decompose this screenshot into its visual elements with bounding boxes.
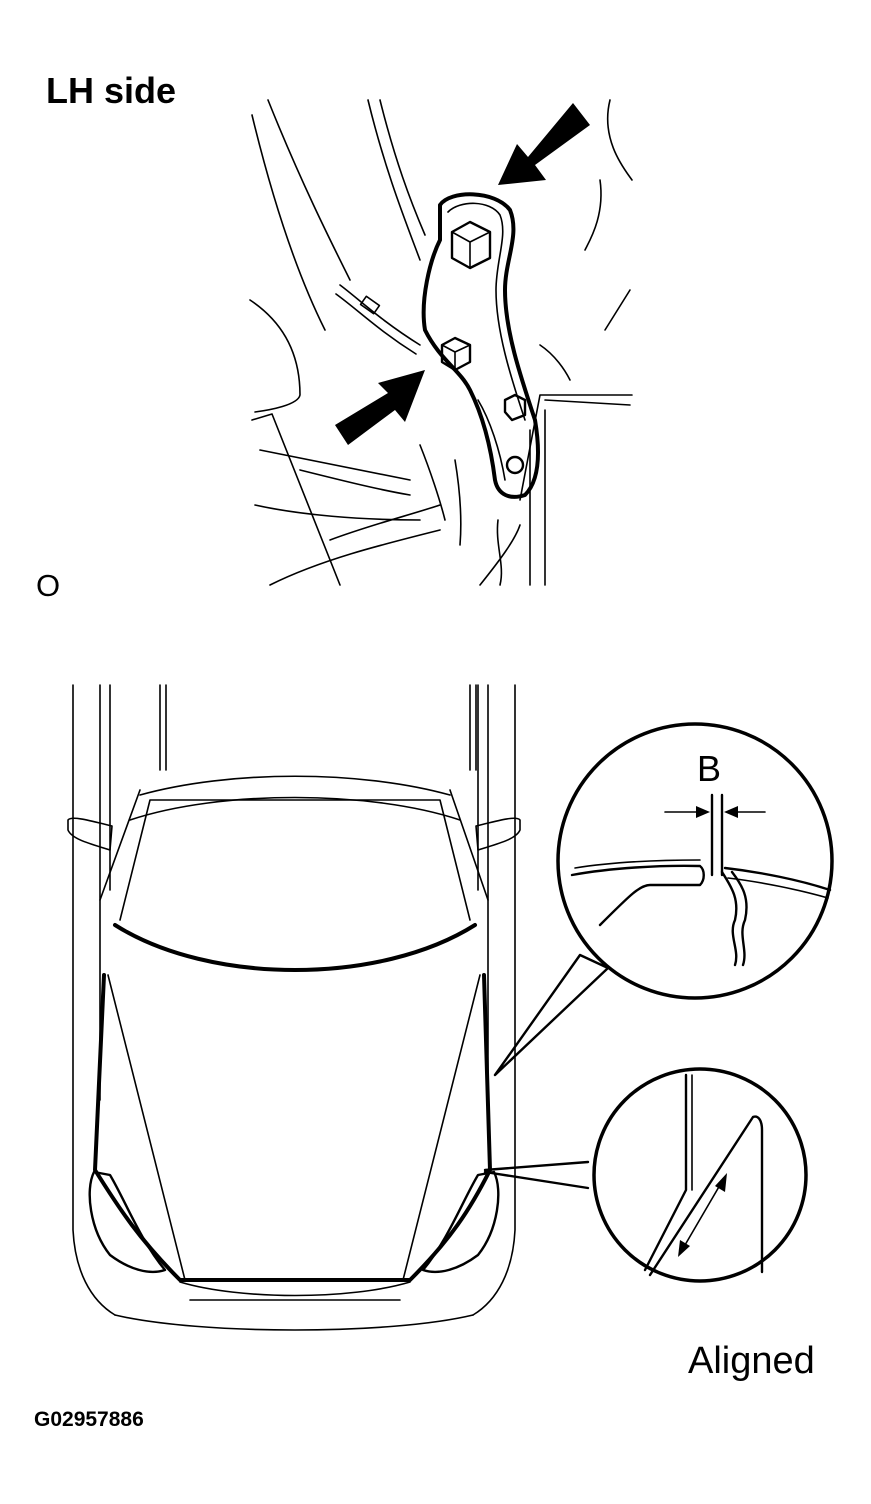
figure-id: G02957886: [34, 1408, 144, 1431]
aligned-label: Aligned: [688, 1340, 815, 1382]
hinge-detail-illustration: [249, 99, 633, 586]
arrow-pointing-to-lower-bolt: [335, 370, 425, 445]
view-marker: O: [36, 568, 61, 603]
gap-detail-callout: [556, 722, 834, 1000]
diagram-title: LH side: [46, 70, 177, 111]
alignment-detail-callout: [592, 1067, 808, 1283]
car-front-illustration: [67, 684, 610, 1331]
arrow-pointing-to-upper-bolt: [498, 103, 590, 185]
gap-dimension-label: B: [697, 748, 722, 789]
